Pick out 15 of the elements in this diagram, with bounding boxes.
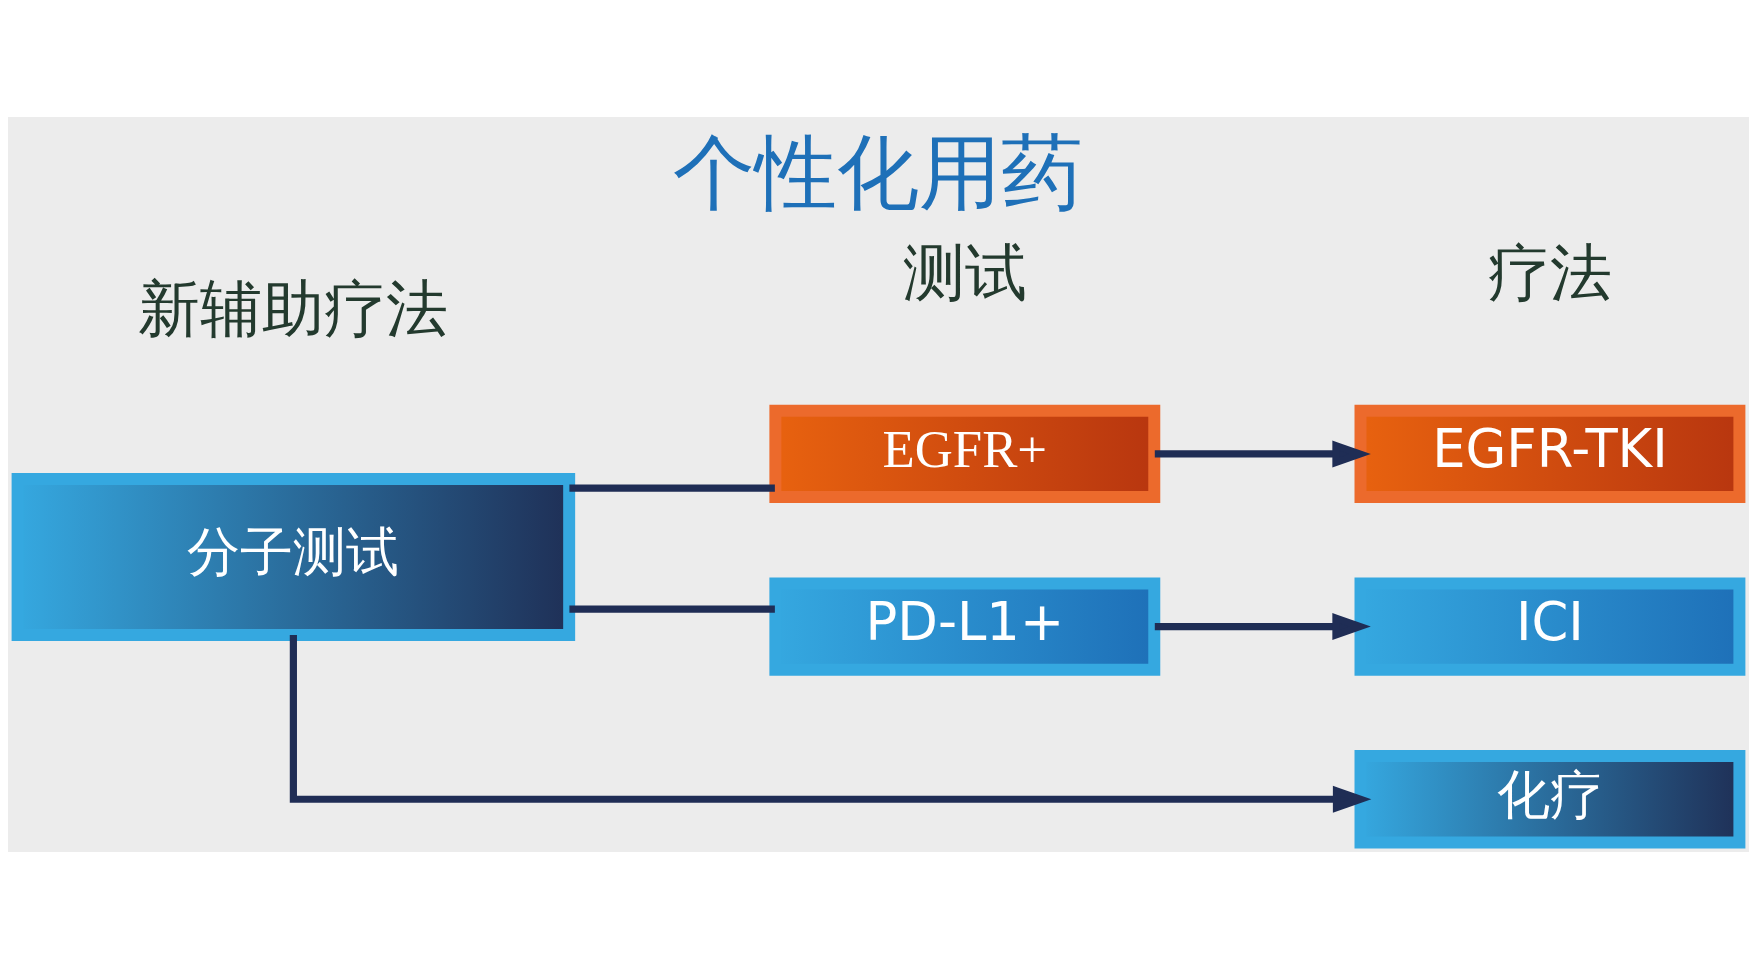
node-box: EGFR-TKI xyxy=(1354,404,1746,503)
node-box: PD-L1+ xyxy=(769,576,1161,676)
diagram-title: 个性化用药 xyxy=(673,127,1084,219)
arrow xyxy=(289,634,1372,813)
label: 测试 xyxy=(902,235,1027,309)
connector xyxy=(569,484,775,492)
arrow xyxy=(1154,612,1371,640)
arrow xyxy=(1154,439,1371,467)
node-box: 分子测试 xyxy=(11,472,576,641)
label: 新辅助疗法 xyxy=(138,271,449,345)
label: 疗法 xyxy=(1487,235,1612,309)
node-box: 化疗 xyxy=(1354,749,1746,848)
node-box: ICI xyxy=(1354,576,1746,676)
node-box: EGFR+ xyxy=(769,404,1161,503)
connector xyxy=(569,605,775,613)
